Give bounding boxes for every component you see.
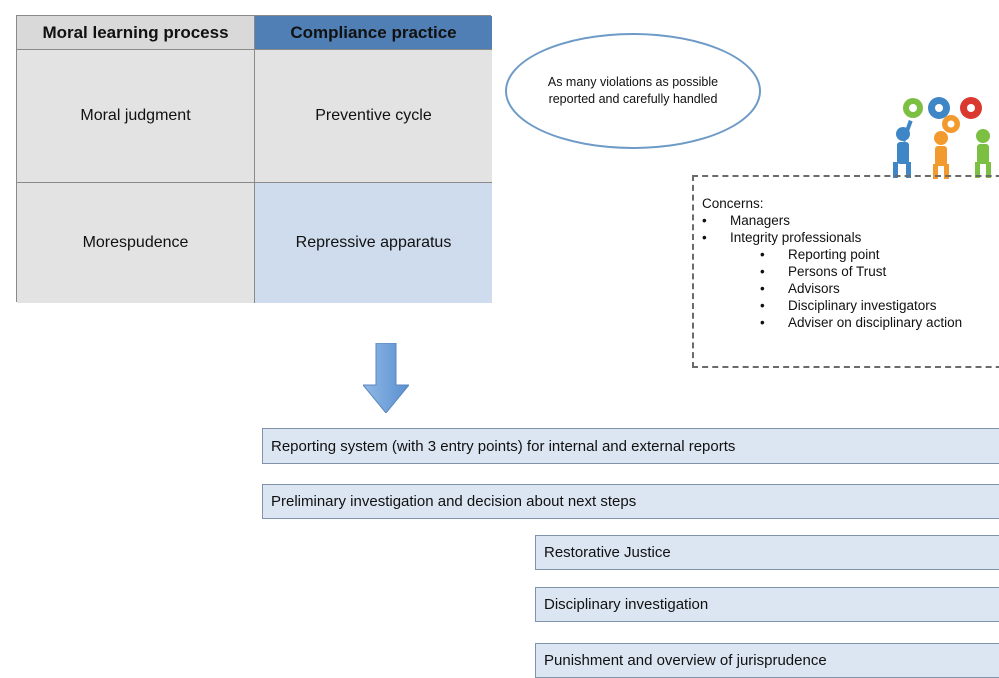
concerns-box: Concerns: •Managers •Integrity professio…: [692, 175, 999, 368]
down-arrow-icon: [363, 343, 409, 413]
list-item: •Persons of Trust: [760, 264, 887, 279]
gear-orange-icon: [942, 115, 960, 133]
gear-green-icon: [903, 98, 923, 118]
process-step-punishment: Punishment and overview of jurisprudence: [535, 643, 999, 678]
figure-green: [975, 129, 991, 178]
concerns-list: •Managers •Integrity professionals: [702, 212, 861, 246]
list-item: •Reporting point: [760, 247, 880, 262]
cell-preventive-cycle: Preventive cycle: [255, 50, 492, 183]
concerns-sublist: •Reporting point •Persons of Trust •Advi…: [760, 246, 962, 331]
list-item: •Managers: [702, 213, 791, 228]
figure-orange: [933, 131, 949, 179]
figure-blue: [893, 119, 913, 178]
list-item: •Advisors: [760, 281, 840, 296]
process-step-restorative-justice: Restorative Justice: [535, 535, 999, 570]
list-item: •Disciplinary investigators: [760, 298, 937, 313]
cell-moral-judgment: Moral judgment: [17, 50, 255, 183]
list-item: •Adviser on disciplinary action: [760, 315, 963, 330]
goal-text: As many violations as possible reported …: [547, 75, 719, 106]
comparison-table: Moral learning process Compliance practi…: [16, 15, 492, 303]
cell-repressive-apparatus: Repressive apparatus: [255, 183, 492, 303]
list-item: •Integrity professionals: [702, 230, 862, 245]
goal-ellipse: As many violations as possible reported …: [505, 33, 761, 149]
process-step-disciplinary-investigation: Disciplinary investigation: [535, 587, 999, 622]
gear-red-icon: [960, 97, 982, 119]
team-gears-icon: [893, 97, 991, 179]
header-moral-learning: Moral learning process: [17, 16, 255, 50]
process-step-preliminary-investigation: Preliminary investigation and decision a…: [262, 484, 999, 519]
gear-blue-icon: [928, 97, 950, 119]
process-step-reporting-system: Reporting system (with 3 entry points) f…: [262, 428, 999, 464]
concerns-title: Concerns:: [702, 196, 764, 211]
cell-morespudence: Morespudence: [17, 183, 255, 303]
header-compliance-practice: Compliance practice: [255, 16, 492, 50]
